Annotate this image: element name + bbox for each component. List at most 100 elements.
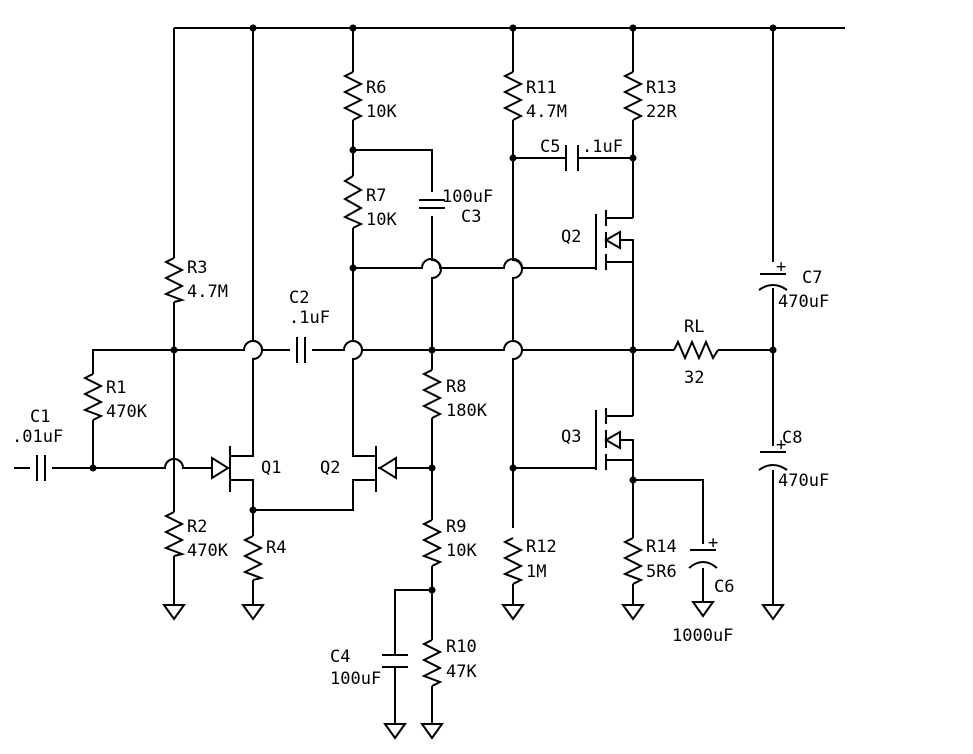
resistor-r8-symbol	[421, 369, 443, 419]
capacitor-c4-value: 100uF	[330, 669, 381, 689]
junction-dot	[509, 464, 517, 472]
capacitor-c8-polarity: +	[776, 435, 786, 455]
resistor-r12-symbol	[502, 537, 524, 585]
transistor-q3-label: Q3	[561, 427, 581, 447]
capacitor-c7-id: C7	[802, 268, 822, 288]
capacitor-c8-value: 470uF	[778, 471, 829, 491]
ground-icon	[162, 604, 186, 621]
resistor-r14-value: 5R6	[646, 562, 677, 582]
resistor-r2-id: R2	[187, 517, 207, 537]
junction-dot	[349, 146, 357, 154]
transistor-symbols	[211, 210, 621, 492]
resistor-rl-value: 32	[684, 368, 704, 388]
resistor-r6-value: 10K	[366, 102, 397, 122]
junction-dot	[349, 24, 357, 32]
resistor-r10-symbol	[421, 639, 443, 687]
resistor-r13-value: 22R	[646, 102, 677, 122]
capacitor-c8-symbol	[758, 451, 788, 471]
transistor-q1-label: Q1	[261, 458, 281, 478]
junctions	[89, 24, 777, 594]
junction-dot	[629, 346, 637, 354]
resistor-r9-symbol	[421, 519, 443, 567]
ground-icon	[691, 601, 715, 618]
capacitor-c2-symbol	[296, 337, 306, 363]
resistor-r9-id: R9	[446, 517, 466, 537]
resistor-r9-value: 10K	[446, 541, 477, 561]
resistor-r6-id: R6	[366, 78, 386, 98]
junction-dot	[428, 464, 436, 472]
ground-icon	[241, 604, 265, 621]
resistor-r10-value: 47K	[446, 662, 477, 682]
capacitor-c6-polarity: +	[708, 533, 718, 553]
resistor-r1-symbol	[82, 373, 104, 421]
capacitor-c6-id: C6	[714, 577, 734, 597]
capacitor-c5-id: C5	[540, 137, 560, 157]
capacitor-c1-value: .01uF	[12, 427, 63, 447]
capacitor-symbols	[36, 145, 788, 668]
resistor-r4-id: R4	[266, 538, 286, 558]
resistor-r14-id: R14	[646, 537, 677, 557]
resistor-r4-symbol	[242, 535, 265, 581]
resistor-r6-symbol	[342, 71, 364, 121]
junction-dot	[349, 264, 357, 272]
capacitor-c6-value: 1000uF	[672, 626, 733, 646]
resistor-r10-id: R10	[446, 637, 477, 657]
capacitor-c4-symbol	[382, 654, 408, 668]
ground-symbols	[162, 601, 785, 740]
capacitor-c7-polarity: +	[776, 257, 786, 277]
resistor-r3-symbol	[163, 257, 186, 303]
resistor-r13-id: R13	[646, 78, 677, 98]
resistor-r12-id: R12	[526, 537, 557, 557]
resistor-rl-id: RL	[684, 317, 704, 337]
transistor-q2-input-symbol	[375, 446, 397, 492]
capacitor-c2-value: .1uF	[289, 308, 330, 328]
ground-icon	[420, 723, 444, 740]
capacitor-c5-symbol	[565, 145, 579, 171]
capacitor-c3-value: 100uF	[442, 187, 493, 207]
junction-dot	[769, 24, 777, 32]
transistor-q2-output-label: Q2	[561, 227, 581, 247]
ground-icon	[501, 604, 525, 621]
junction-dot	[509, 154, 517, 162]
capacitor-c3-symbol	[419, 199, 445, 209]
junction-dot	[769, 346, 777, 354]
junction-dot	[249, 24, 257, 32]
capacitor-c8-id: C8	[782, 428, 802, 448]
transistor-q1-symbol	[211, 446, 231, 492]
junction-dot	[428, 586, 436, 594]
resistor-r14-symbol	[622, 537, 644, 585]
transistor-q2-input-label: Q2	[320, 458, 340, 478]
resistor-r13-symbol	[622, 71, 644, 121]
resistor-r11-symbol	[502, 71, 524, 121]
resistor-r8-id: R8	[446, 377, 466, 397]
transistor-q2-output-symbol	[595, 210, 621, 270]
capacitor-c1-symbol	[36, 455, 46, 481]
capacitor-c6-symbol	[688, 549, 718, 569]
resistor-r1-value: 470K	[106, 402, 148, 422]
junction-dot	[629, 476, 637, 484]
resistor-r3-id: R3	[187, 258, 207, 278]
ground-icon	[621, 604, 645, 621]
resistor-r11-value: 4.7M	[526, 102, 567, 122]
junction-dot	[89, 464, 97, 472]
resistor-rl-symbol	[673, 339, 719, 361]
junction-dot	[509, 24, 517, 32]
wires	[14, 27, 845, 724]
transistor-q3-symbol	[595, 408, 621, 470]
resistor-r2-value: 470K	[187, 541, 229, 561]
capacitor-c7-symbol	[758, 273, 788, 291]
ground-icon	[383, 723, 407, 740]
resistor-r7-value: 10K	[366, 210, 397, 230]
ground-icon	[761, 604, 785, 621]
resistor-r1-id: R1	[106, 378, 126, 398]
capacitor-c7-value: 470uF	[778, 292, 829, 312]
capacitor-c5-value: .1uF	[582, 137, 623, 157]
resistor-r7-symbol	[342, 175, 364, 229]
resistor-r11-id: R11	[526, 78, 557, 98]
junction-dot	[629, 154, 637, 162]
capacitor-c3-id: C3	[461, 207, 481, 227]
junction-dot	[170, 346, 178, 354]
resistor-r8-value: 180K	[446, 401, 488, 421]
resistor-r2-symbol	[163, 511, 186, 557]
resistor-r12-value: 1M	[526, 562, 546, 582]
